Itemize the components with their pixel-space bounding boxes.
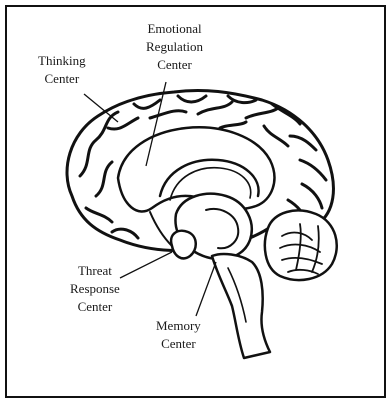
thinking-center-label: Thinking Center: [38, 52, 86, 88]
amygdala: [171, 231, 196, 259]
threat-response-center-label: Threat Response Center: [70, 262, 120, 316]
brainstem: [212, 254, 270, 358]
emotional-regulation-center-label: Emotional Regulation Center: [146, 20, 203, 74]
threat-center-leader: [120, 252, 172, 278]
memory-center-label: Memory Center: [156, 317, 201, 353]
memory-center-leader: [196, 262, 216, 316]
